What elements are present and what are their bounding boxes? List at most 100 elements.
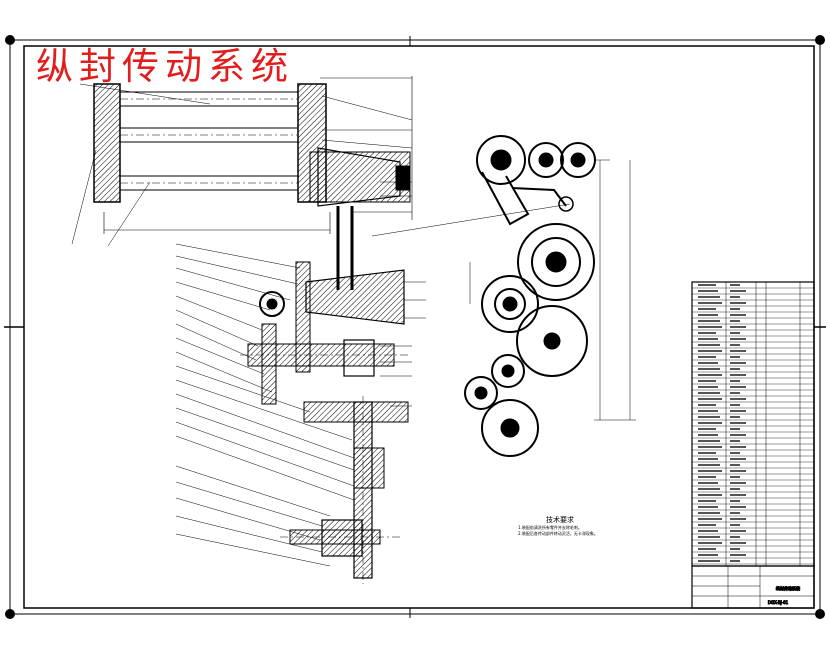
- table-cell-mark: [698, 416, 720, 418]
- table-cell-mark: [730, 398, 746, 400]
- table-cell-mark: [730, 440, 740, 442]
- table-cell-mark: [730, 386, 746, 388]
- table-cell-mark: [698, 356, 716, 358]
- table-cell-mark: [730, 314, 746, 316]
- table-cell-mark: [730, 362, 746, 364]
- table-cell-mark: [730, 518, 746, 520]
- drawing-title: 纵封传动系统: [36, 45, 294, 88]
- table-cell-mark: [698, 548, 716, 550]
- table-cell-mark: [730, 488, 740, 490]
- table-cell-mark: [698, 350, 722, 352]
- table-cell-mark: [698, 392, 720, 394]
- table-cell-mark: [730, 416, 740, 418]
- table-cell-mark: [698, 554, 718, 556]
- table-cell-mark: [698, 482, 718, 484]
- table-cell-mark: [730, 494, 746, 496]
- table-cell-mark: [730, 356, 740, 358]
- table-cell-mark: [730, 404, 740, 406]
- table-cell-mark: [698, 344, 720, 346]
- table-cell-mark: [730, 536, 740, 538]
- table-cell-mark: [698, 398, 722, 400]
- table-cell-mark: [730, 326, 746, 328]
- technical-requirement-line: 1.装配前清洗所有零件并去除毛刺。: [518, 525, 582, 530]
- table-cell-mark: [698, 338, 718, 340]
- technical-requirements: 技术要求 1.装配前清洗所有零件并去除毛刺。 2.装配后各传动部件转动灵活，无卡…: [518, 515, 598, 537]
- table-cell-mark: [698, 518, 722, 520]
- technical-requirements-heading: 技术要求: [546, 516, 574, 524]
- table-cell-mark: [698, 452, 716, 454]
- table-cell-mark: [698, 314, 718, 316]
- roller-assembly: [93, 76, 413, 290]
- table-cell-mark: [698, 530, 718, 532]
- table-cell-mark: [698, 320, 720, 322]
- table-cell-mark: [730, 506, 746, 508]
- table-cell-mark: [698, 524, 716, 526]
- table-cell-mark: [730, 446, 746, 448]
- table-cell-mark: [730, 320, 740, 322]
- corner-marks: [5, 35, 825, 619]
- table-cell-mark: [698, 506, 718, 508]
- technical-requirement-line: 2.装配后各传动部件转动灵活，无卡滞现象。: [518, 531, 598, 536]
- table-cell-mark: [698, 428, 716, 430]
- table-cell-mark: [730, 482, 746, 484]
- table-cell-mark: [730, 308, 740, 310]
- table-cell-mark: [730, 380, 740, 382]
- table-cell-mark: [730, 410, 746, 412]
- drawing-number-text: DGX-BJ-01: [768, 600, 789, 605]
- table-cell-mark: [698, 488, 720, 490]
- table-cell-mark: [698, 386, 718, 388]
- table-cell-mark: [730, 512, 740, 514]
- table-cell-mark: [730, 464, 740, 466]
- table-cell-mark: [698, 326, 722, 328]
- title-block: 纵封传动系统 DGX-BJ-01: [691, 565, 815, 609]
- table-cell-mark: [730, 344, 740, 346]
- table-cell-mark: [730, 500, 740, 502]
- table-cell-mark: [730, 368, 740, 370]
- table-cell-mark: [730, 350, 746, 352]
- table-cell-mark: [698, 458, 718, 460]
- table-cell-mark: [698, 500, 716, 502]
- table-cell-mark: [730, 290, 746, 292]
- table-cell-mark: [698, 284, 716, 286]
- upper-leader-lines: [71, 77, 413, 247]
- table-cell-mark: [698, 362, 718, 364]
- table-cell-mark: [730, 338, 746, 340]
- table-cell-mark: [698, 542, 722, 544]
- gear-layout-view: [464, 135, 636, 457]
- table-cell-mark: [698, 536, 720, 538]
- table-cell-mark: [730, 548, 740, 550]
- table-cell-mark: [730, 434, 746, 436]
- table-cell-mark: [698, 494, 722, 496]
- table-cell-mark: [730, 332, 740, 334]
- table-cell-mark: [698, 302, 722, 304]
- table-cell-mark: [730, 392, 740, 394]
- table-cell-mark: [730, 560, 740, 562]
- table-cell-mark: [698, 404, 716, 406]
- table-cell-mark: [730, 428, 740, 430]
- table-cell-mark: [698, 446, 722, 448]
- table-cell-mark: [698, 368, 720, 370]
- table-cell-mark: [730, 476, 740, 478]
- table-cell-mark: [698, 440, 720, 442]
- table-cell-mark: [730, 458, 746, 460]
- table-cell-mark: [698, 422, 722, 424]
- table-cell-mark: [698, 296, 720, 298]
- table-cell-mark: [730, 452, 740, 454]
- table-cell-mark: [698, 374, 722, 376]
- lower-leader-lines: [175, 203, 571, 567]
- table-cell-mark: [730, 296, 740, 298]
- table-cell-mark: [698, 476, 716, 478]
- gear-train-section: [240, 261, 410, 584]
- table-cell-mark: [730, 530, 746, 532]
- table-cell-mark: [698, 560, 720, 562]
- table-cell-mark: [698, 380, 716, 382]
- table-cell-mark: [730, 422, 746, 424]
- parts-list-table: [691, 281, 815, 567]
- table-cell-mark: [730, 374, 746, 376]
- table-cell-mark: [698, 332, 716, 334]
- table-cell-mark: [698, 512, 720, 514]
- table-cell-mark: [698, 290, 718, 292]
- table-cell-mark: [730, 470, 746, 472]
- table-cell-mark: [698, 410, 718, 412]
